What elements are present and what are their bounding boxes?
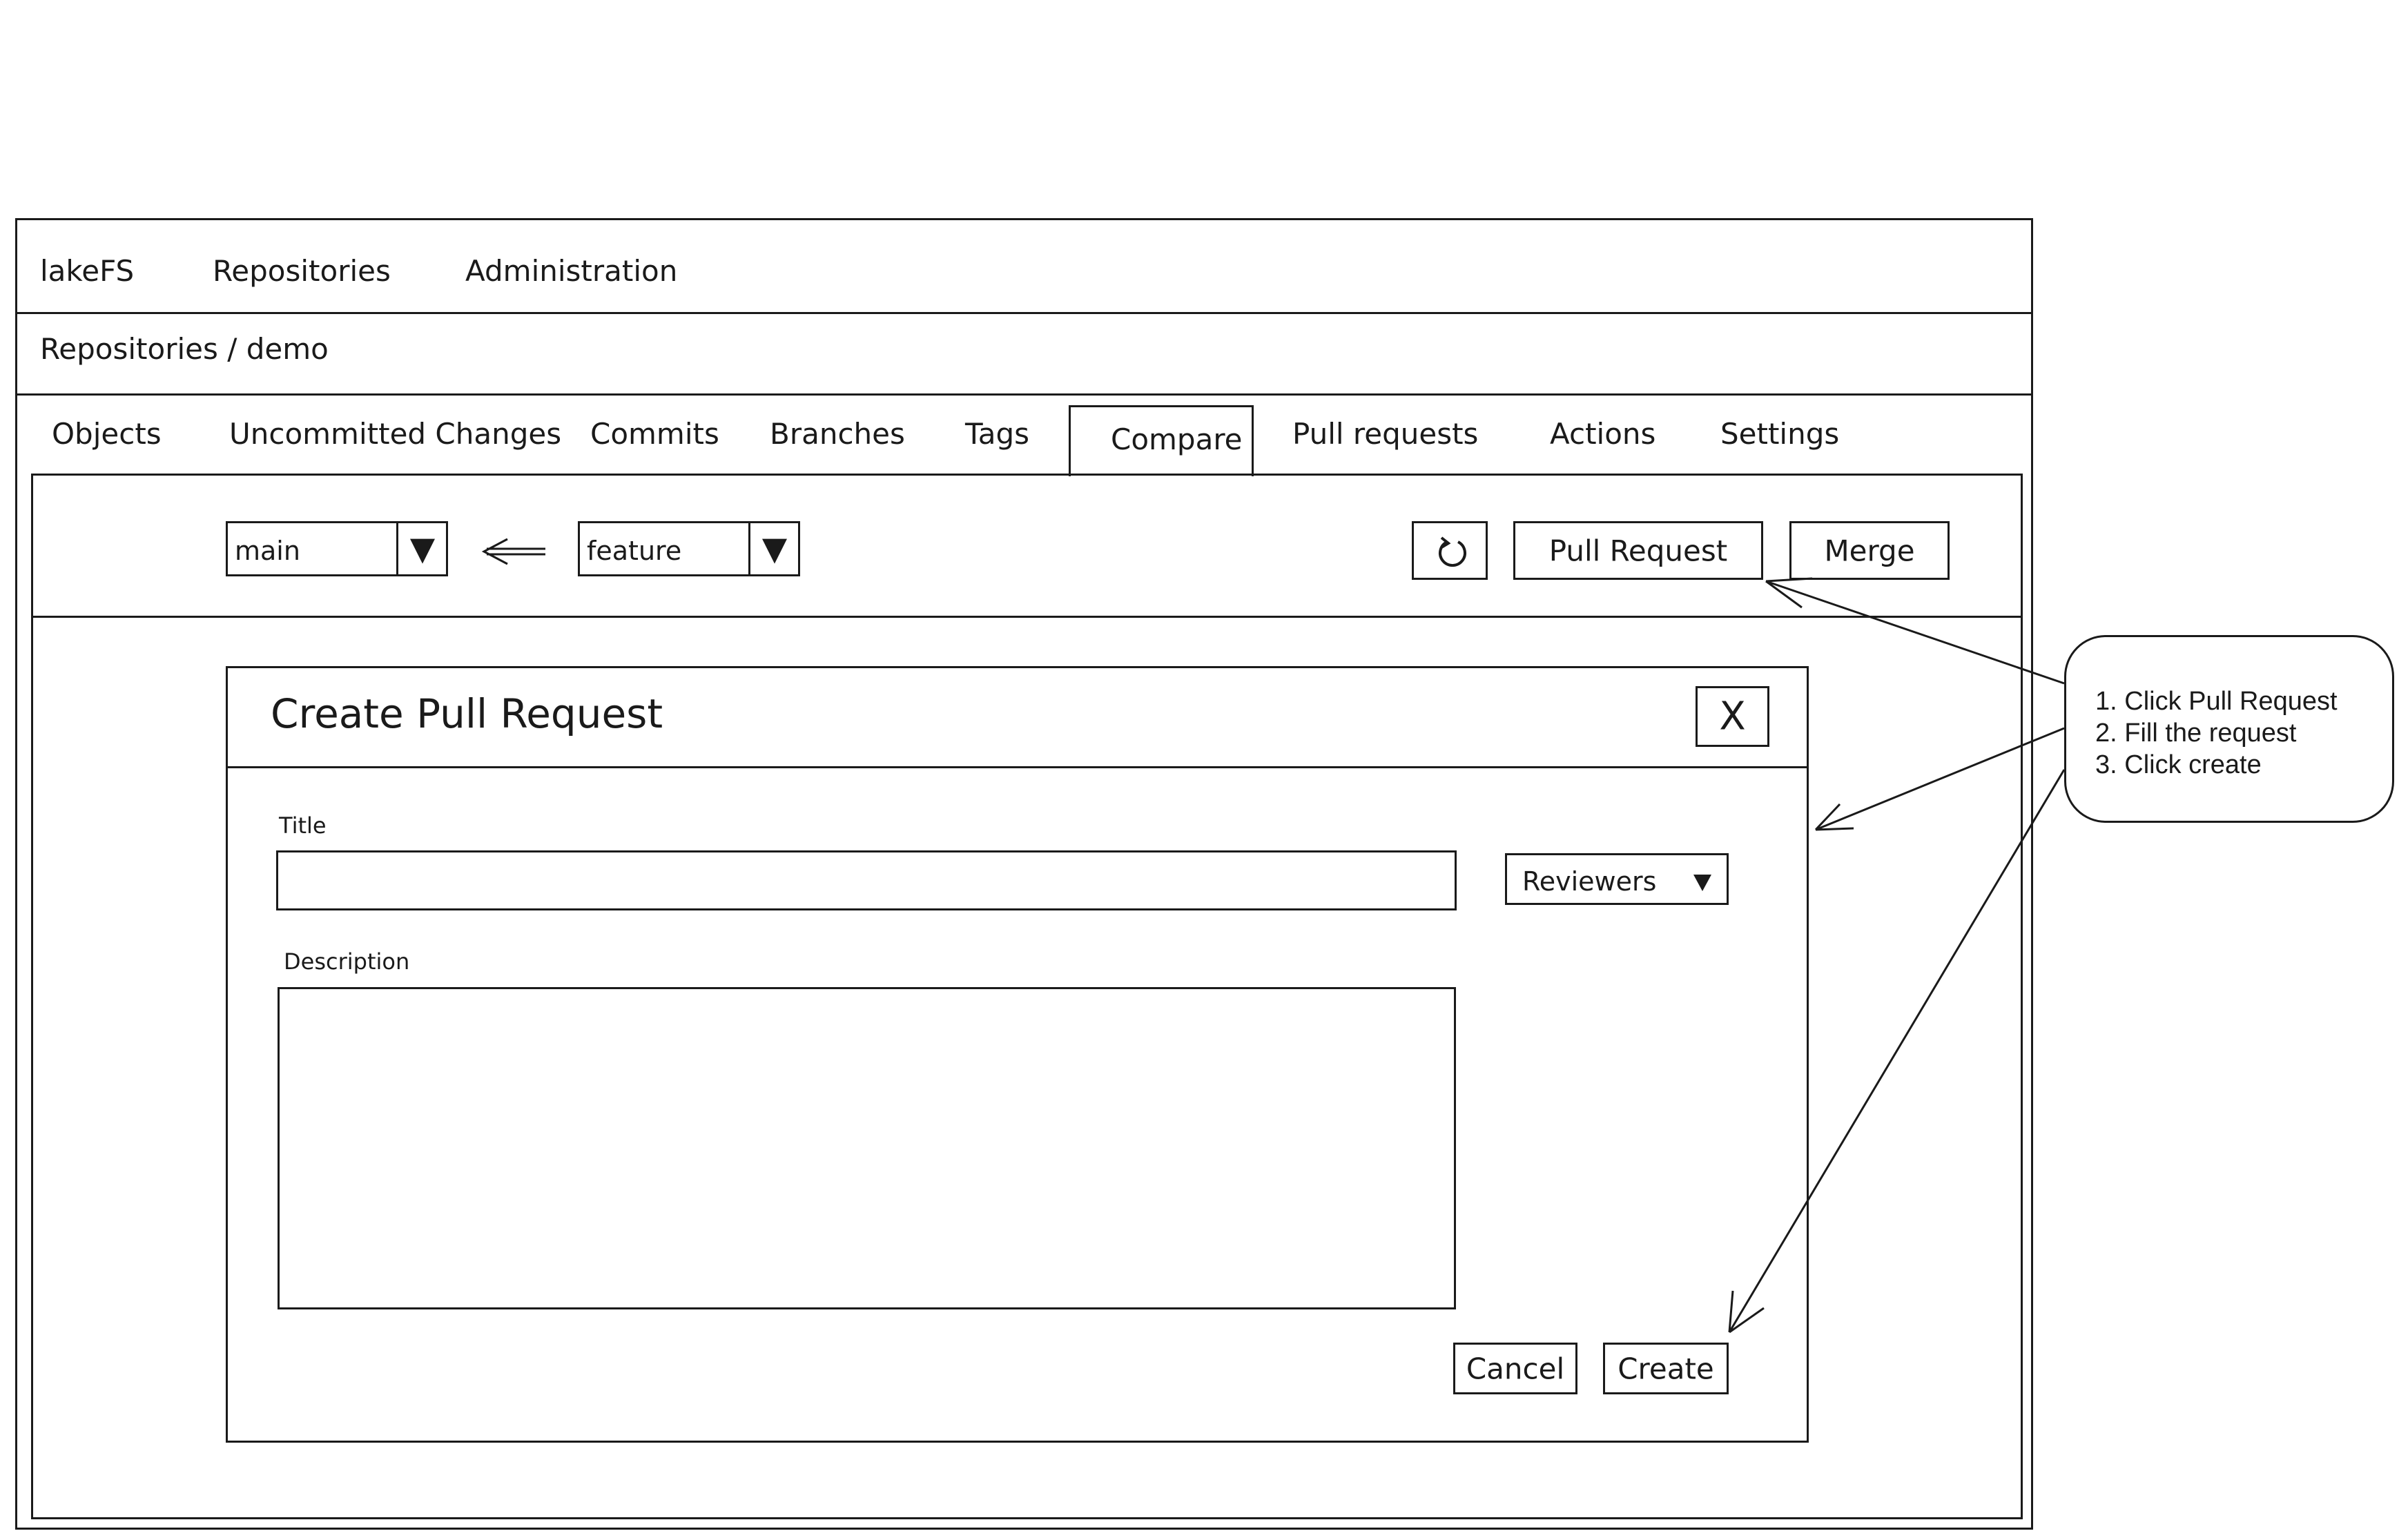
- tab-actions[interactable]: Actions: [1550, 417, 1656, 451]
- callout-step: 2. Fill the request: [2095, 719, 2297, 748]
- brand-logo[interactable]: lakeFS: [40, 254, 135, 288]
- compare-branch-value: feature: [587, 536, 682, 566]
- description-input[interactable]: [278, 987, 1456, 1309]
- tab-objects[interactable]: Objects: [52, 417, 162, 451]
- tab-uncommitted-changes[interactable]: Uncommitted Changes: [229, 417, 562, 451]
- cancel-button-label: Cancel: [1466, 1352, 1565, 1385]
- refresh-icon: [1439, 536, 1466, 567]
- create-button[interactable]: Create: [1603, 1343, 1729, 1394]
- nav-divider: [15, 312, 2033, 314]
- caret-down-icon: [396, 523, 446, 574]
- breadcrumb-divider: [15, 393, 2033, 396]
- base-branch-select[interactable]: main: [226, 521, 448, 576]
- tab-compare-label: Compare: [1111, 422, 1243, 456]
- tab-settings[interactable]: Settings: [1720, 417, 1840, 451]
- instructions-callout: 1. Click Pull Request 2. Fill the reques…: [2064, 635, 2394, 823]
- compare-branch-select[interactable]: feature: [578, 521, 800, 576]
- tab-compare[interactable]: Compare: [1069, 405, 1254, 476]
- nav-item-repositories[interactable]: Repositories: [213, 254, 391, 288]
- reviewers-select[interactable]: Reviewers: [1505, 853, 1729, 905]
- tab-branches[interactable]: Branches: [770, 417, 905, 451]
- tab-pull-requests[interactable]: Pull requests: [1292, 417, 1479, 451]
- caret-down-icon: [1693, 875, 1711, 891]
- pull-request-button[interactable]: Pull Request: [1513, 521, 1763, 580]
- cancel-button[interactable]: Cancel: [1453, 1343, 1577, 1394]
- pull-request-button-label: Pull Request: [1548, 534, 1728, 567]
- reviewers-label: Reviewers: [1522, 866, 1657, 897]
- callout-step: 1. Click Pull Request: [2095, 687, 2338, 716]
- title-field-label: Title: [279, 812, 327, 839]
- callout-step: 3. Click create: [2095, 750, 2262, 779]
- dialog-header-divider: [226, 766, 1809, 768]
- merge-button[interactable]: Merge: [1789, 521, 1950, 580]
- refresh-button[interactable]: [1412, 521, 1488, 580]
- dialog-title: Create Pull Request: [271, 690, 663, 737]
- tab-commits[interactable]: Commits: [590, 417, 719, 451]
- caret-down-icon: [748, 523, 798, 574]
- base-branch-value: main: [235, 536, 300, 566]
- breadcrumb[interactable]: Repositories / demo: [40, 332, 329, 366]
- tab-tags[interactable]: Tags: [965, 417, 1029, 451]
- title-input[interactable]: [276, 850, 1457, 910]
- merge-button-label: Merge: [1824, 534, 1915, 567]
- create-button-label: Create: [1618, 1352, 1714, 1385]
- toolbar-divider: [31, 616, 2023, 618]
- close-button[interactable]: X: [1696, 686, 1769, 747]
- arrow-left-icon: [481, 538, 545, 565]
- description-field-label: Description: [284, 948, 410, 975]
- nav-item-administration[interactable]: Administration: [465, 254, 678, 288]
- close-icon: X: [1719, 694, 1746, 739]
